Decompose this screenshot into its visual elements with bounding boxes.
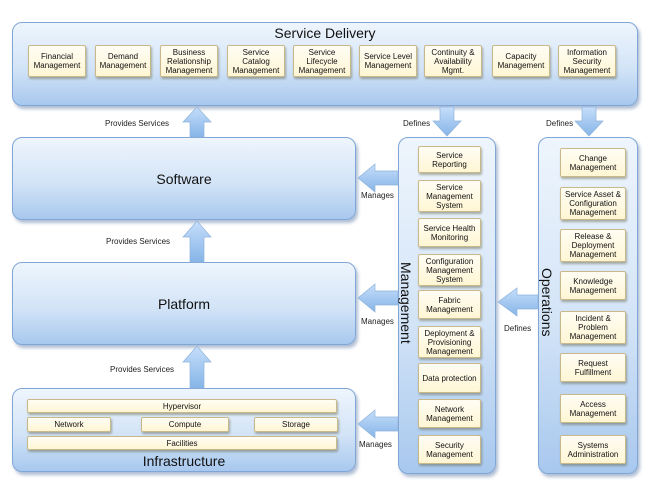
operations-title: Operations [539,268,555,337]
label-manages-software: Manages [361,191,394,200]
storage-box[interactable]: Storage [254,417,338,432]
sd-financial-management[interactable]: Financial Management [28,45,86,77]
sd-service-catalog-management[interactable]: Service Catalog Management [227,45,285,77]
label-defines-management: Defines [403,119,431,128]
label-manages-infrastructure: Manages [359,440,392,449]
mgmt-data-protection[interactable]: Data protection [418,363,481,393]
management-title: Management [398,262,414,344]
platform-panel: Platform [12,262,356,345]
sd-capacity-management[interactable]: Capacity Management [492,45,550,77]
label-defines-operations: Defines [546,119,574,128]
ops-release-deployment-management[interactable]: Release & Deployment Management [560,229,626,262]
ops-knowledge-management[interactable]: Knowledge Management [560,271,626,300]
sd-service-lifecycle-management[interactable]: Service Lifecycle Management [293,45,351,77]
mgmt-security-management[interactable]: Security Management [418,435,481,464]
ops-systems-administration[interactable]: Systems Administration [560,435,626,464]
mgmt-service-health-monitoring[interactable]: Service Health Monitoring [418,218,481,247]
ops-change-management[interactable]: Change Management [560,148,626,177]
software-panel: Software [12,137,356,220]
ops-request-fulfillment[interactable]: Request Fulfillment [560,353,626,382]
mgmt-service-management-system[interactable]: Service Management System [418,180,481,212]
ops-incident-problem-management[interactable]: Incident & Problem Management [560,311,626,344]
platform-title: Platform [157,296,211,312]
sd-demand-management[interactable]: Demand Management [95,45,151,77]
facilities-box[interactable]: Facilities [27,436,337,450]
mgmt-configuration-management-system[interactable]: Configuration Management System [418,254,481,286]
label-manages-platform: Manages [361,317,394,326]
label-provides-services-bottom: Provides Services [110,365,175,374]
ops-access-management[interactable]: Access Management [560,394,626,423]
mgmt-service-reporting[interactable]: Service Reporting [418,146,481,173]
arrow-platform-to-software [182,220,212,263]
sd-information-security-management[interactable]: Information Security Management [558,45,616,77]
software-title: Software [156,171,212,187]
mgmt-fabric-management[interactable]: Fabric Management [418,290,481,319]
arrow-service-delivery-to-management [432,106,462,137]
service-delivery-title: Service Delivery [274,25,376,41]
sd-continuity-availability-mgmt[interactable]: Continuity & Availability Mgmt. [424,45,482,77]
mgmt-network-management[interactable]: Network Management [418,399,481,428]
network-box[interactable]: Network [27,417,111,432]
arrow-infrastructure-to-platform [182,345,212,389]
arrow-service-delivery-to-operations [574,106,604,137]
label-provides-services-middle: Provides Services [106,237,171,246]
arrow-management-to-platform [357,283,399,313]
hypervisor-box[interactable]: Hypervisor [27,399,337,413]
arrow-operations-to-management [497,287,539,317]
arrow-management-to-software [357,163,399,193]
arrow-software-to-service-delivery [182,106,212,138]
infrastructure-title: Infrastructure [142,453,226,469]
mgmt-deployment-provisioning-management[interactable]: Deployment & Provisioning Management [418,326,481,358]
arrow-management-to-infrastructure [357,409,399,439]
ops-service-asset-configuration-management[interactable]: Service Asset & Configuration Management [560,187,626,220]
sd-service-level-management[interactable]: Service Level Management [359,45,417,77]
label-provides-services-top: Provides Services [105,119,170,128]
sd-business-relationship-management[interactable]: Business Relationship Management [160,45,218,77]
label-defines-ops-to-mgmt: Defines [504,324,532,333]
compute-box[interactable]: Compute [141,417,229,432]
